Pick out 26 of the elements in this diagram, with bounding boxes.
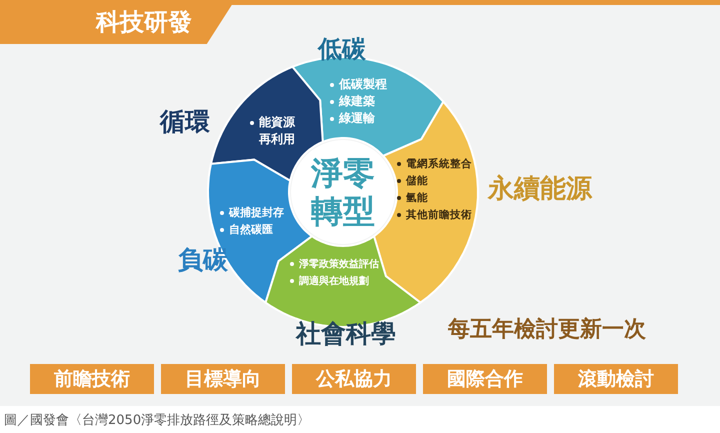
keyword-box: 滾動檢討 [554,364,678,394]
note-text: 每五年檢討更新一次 [448,316,646,344]
center-text: 淨零轉型 [310,154,376,230]
figure-caption: 圖／國發會〈台灣2050淨零排放路徑及策略總說明〉 [4,412,310,429]
bullet-text: 綠建築 [339,93,375,110]
bullet-text: 自然碳匯 [229,222,273,238]
segment-heading: 負碳 [178,244,228,276]
bullet-text: 其他前瞻技術 [406,208,472,223]
keyword-box: 國際合作 [423,364,547,394]
bullet-text: 綠運輸 [339,110,375,127]
bullet-text: 氫能 [406,191,428,206]
keyword-box: 目標導向 [161,364,285,394]
segment-heading: 永續能源 [488,173,592,206]
segment-heading: 循環 [160,106,210,138]
title-banner: 科技研發 [0,0,235,44]
bullet-text: 調適與在地規劃 [299,274,369,289]
segment-heading: 低碳 [318,34,366,64]
segment-heading: 社會科學 [296,318,396,350]
keyword-box: 前瞻技術 [30,364,154,394]
bullet-text: 電網系統整合 [406,157,472,172]
bullet-text: 儲能 [406,174,428,189]
keyword-box: 公私協力 [292,364,416,394]
bullet-text: 能資源再利用 [259,114,296,148]
bullet-text: 低碳製程 [339,76,387,93]
bullet-text: 碳捕捉封存 [229,205,284,221]
bullet-text: 淨零政策效益評估 [299,258,379,272]
